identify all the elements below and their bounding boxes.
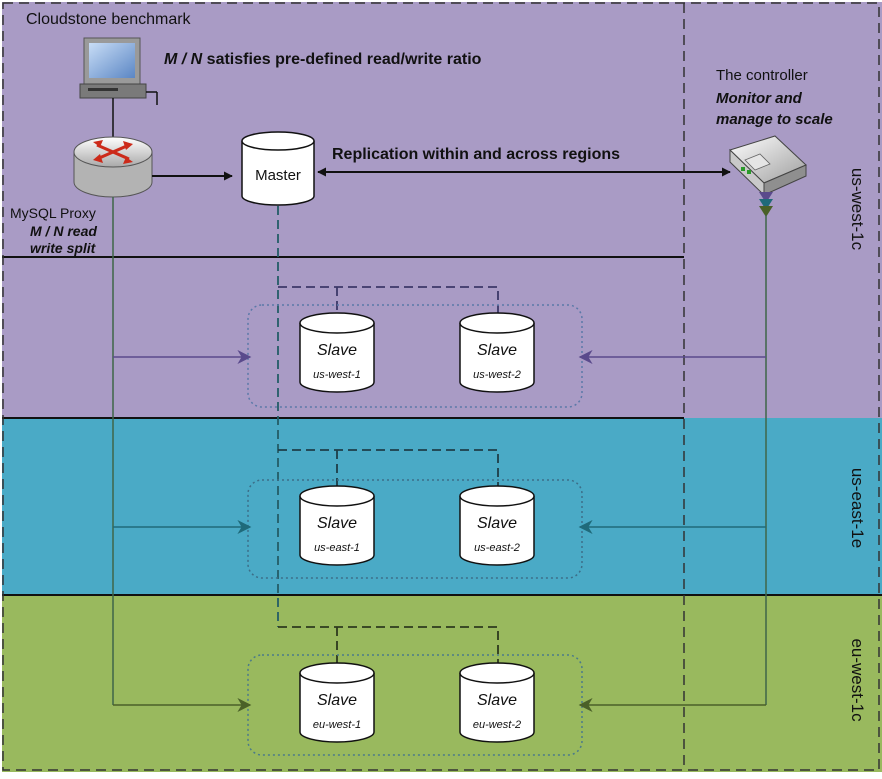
slave-db-us-east-2: Slave us-east-2 xyxy=(459,485,535,566)
slave-region: us-east-2 xyxy=(474,542,520,554)
slave-db-eu-west-2: Slave eu-west-2 xyxy=(459,662,535,743)
slave-title: Slave xyxy=(317,515,357,532)
slave-title: Slave xyxy=(477,692,517,709)
slave-region: eu-west-2 xyxy=(473,719,521,731)
region-eu-west-bg xyxy=(2,595,882,772)
master-label: Master xyxy=(255,167,301,184)
replication-label: Replication within and across regions xyxy=(332,146,620,163)
benchmark-label: Cloudstone benchmark xyxy=(26,11,192,28)
region-us-east-bg xyxy=(2,418,882,595)
region-label-us-east: us-east-1e xyxy=(848,468,867,548)
router-icon xyxy=(73,136,153,198)
controller-icon xyxy=(729,135,807,217)
slave-region: eu-west-1 xyxy=(313,719,361,731)
region-us-west-bg xyxy=(2,2,882,418)
master-db xyxy=(241,131,315,206)
slave-region: us-west-1 xyxy=(313,369,361,381)
slave-group-us-west xyxy=(247,304,583,408)
proxy-label: MySQL Proxy xyxy=(10,205,96,221)
replication-fan-eu-west xyxy=(278,626,499,667)
slave-title: Slave xyxy=(477,515,517,532)
computer-icon xyxy=(79,37,158,137)
ratio-label: M / N satisfies pre-defined read/write r… xyxy=(164,51,482,68)
controller-line1: Monitor and xyxy=(716,90,803,107)
slave-title: Slave xyxy=(317,342,357,359)
proxy-ratio-line1: M / N read xyxy=(30,223,97,239)
slave-region: us-east-1 xyxy=(314,542,360,554)
proxy-ratio-line2: write split xyxy=(30,240,97,256)
slave-region: us-west-2 xyxy=(473,369,521,381)
slave-db-us-east-1: Slave us-east-1 xyxy=(299,485,375,566)
slave-title: Slave xyxy=(477,342,517,359)
region-label-us-west: us-west-1c xyxy=(848,168,867,251)
replication-fan-us-east xyxy=(278,449,499,490)
replication-fan-us-west xyxy=(278,286,499,316)
slave-title: Slave xyxy=(317,692,357,709)
controller-title: The controller xyxy=(716,67,808,84)
controller-line2: manage to scale xyxy=(716,111,833,128)
slave-db-eu-west-1: Slave eu-west-1 xyxy=(299,662,375,743)
slave-db-us-west-2: Slave us-west-2 xyxy=(459,312,535,393)
region-label-eu-west: eu-west-1c xyxy=(848,638,867,722)
slave-db-us-west-1: Slave us-west-1 xyxy=(299,312,375,393)
